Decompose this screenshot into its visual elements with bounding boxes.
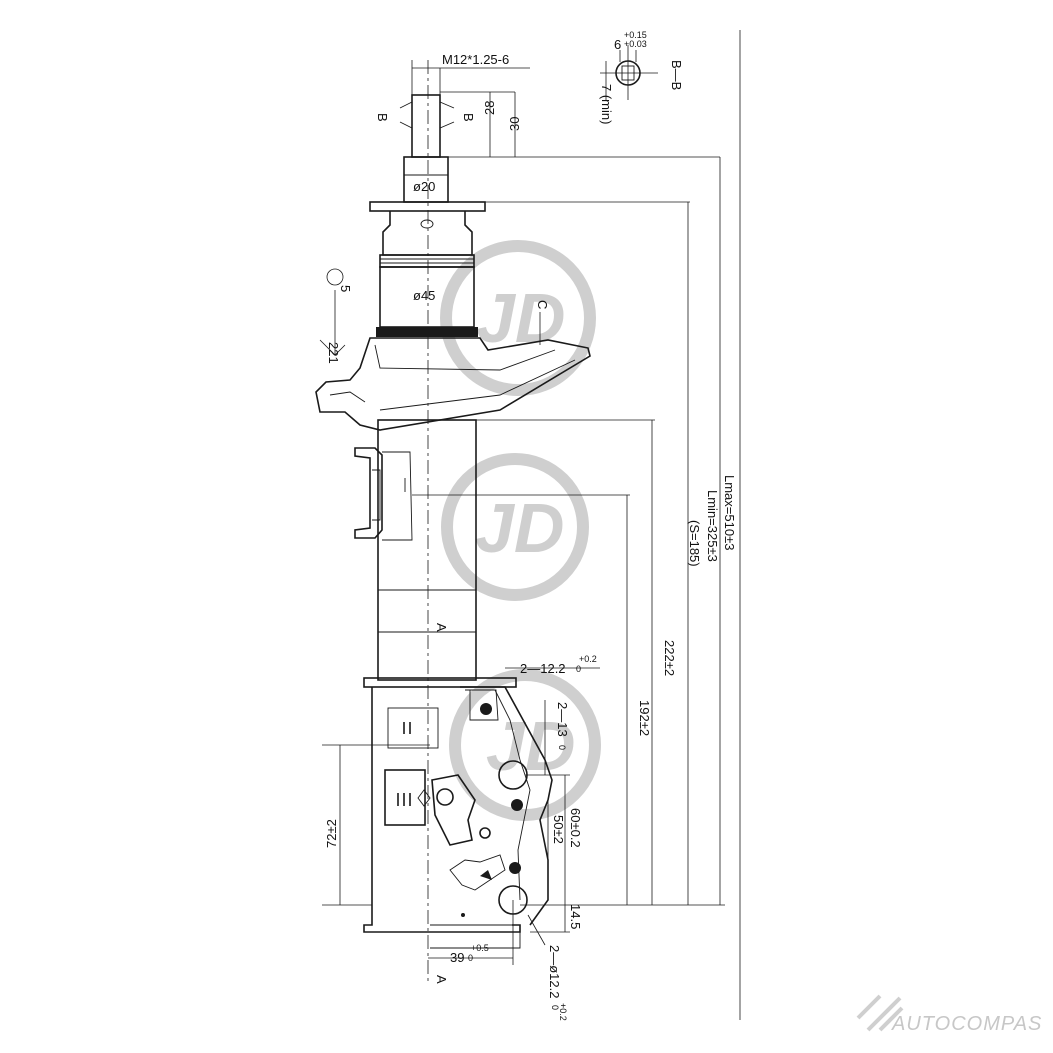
dimension-lines (319, 30, 741, 1020)
dim-14-5-label: 14.5 (568, 904, 583, 929)
dim-60-label: 60±0.2 (568, 808, 583, 848)
cut-mark-b-left: B (375, 113, 390, 122)
hole-dia-label: 2—ø12.2 (547, 945, 562, 998)
rod-diameter-label: ø20 (413, 179, 435, 194)
autocompas-watermark: AUTOCOMPAS (856, 994, 1042, 1035)
jd-watermark-logo-3: JD (449, 669, 601, 821)
hole-slot-label: 2—12.2 (520, 661, 566, 676)
svg-text:JD: JD (475, 489, 564, 567)
hole-slot-tol-zero: 0 (576, 664, 581, 674)
section-bb-label: B—B (669, 60, 684, 90)
upper-mount (369, 201, 486, 337)
dim-30-label: 30 (507, 117, 522, 131)
lmin-label: Lmin=325±3 (705, 490, 720, 562)
dim-39-label: 39 (450, 950, 464, 965)
svg-text:AUTOCOMPAS: AUTOCOMPAS (891, 1013, 1042, 1035)
dim-72-label: 72±2 (324, 819, 339, 848)
flat-tol-upper: +0.15 (624, 30, 647, 40)
section-bb-detail (600, 45, 658, 100)
dim-39-tol-zero: 0 (468, 953, 473, 963)
flat-width-label: 6 (614, 37, 621, 52)
flat-depth-label: 7 (min) (599, 84, 614, 124)
cut-mark-a-lower: A (434, 975, 449, 984)
cut-mark-a-upper: A (434, 623, 449, 632)
hole-dia-tol-zero: 0 (550, 1005, 560, 1010)
body-tube (377, 419, 477, 681)
dim-39-tol: +0.5 (471, 943, 489, 953)
dim-13-label: 2—13 (555, 702, 570, 737)
flat-tol-lower: +0.03 (624, 39, 647, 49)
dim-50-label: 50±2 (551, 815, 566, 844)
angle-5-label: 5 (338, 285, 353, 292)
body-diameter-label: ø45 (413, 288, 435, 303)
dim-192-label: 192±2 (637, 700, 652, 736)
angle-221-label: 221 (326, 342, 341, 364)
lmax-label: Lmax=510±3 (722, 475, 737, 550)
hole-slot-tol: +0.2 (579, 654, 597, 664)
jd-watermark-logo-2: JD (441, 453, 589, 601)
hole-dia-tol: +0.2 (558, 1003, 568, 1021)
dim-13-tol: 0 (557, 745, 567, 750)
spring-seat (315, 337, 591, 431)
svg-text:JD: JD (486, 707, 575, 785)
stroke-label: (S=185) (687, 520, 702, 567)
brake-hose-clip (354, 447, 413, 541)
cut-mark-b-right: B (461, 113, 476, 122)
dim-222-label: 222±2 (662, 640, 677, 676)
dim-28-label: 28 (482, 101, 497, 115)
thread-spec-label: M12*1.25-6 (442, 52, 509, 67)
detail-c-label: C (535, 300, 550, 309)
